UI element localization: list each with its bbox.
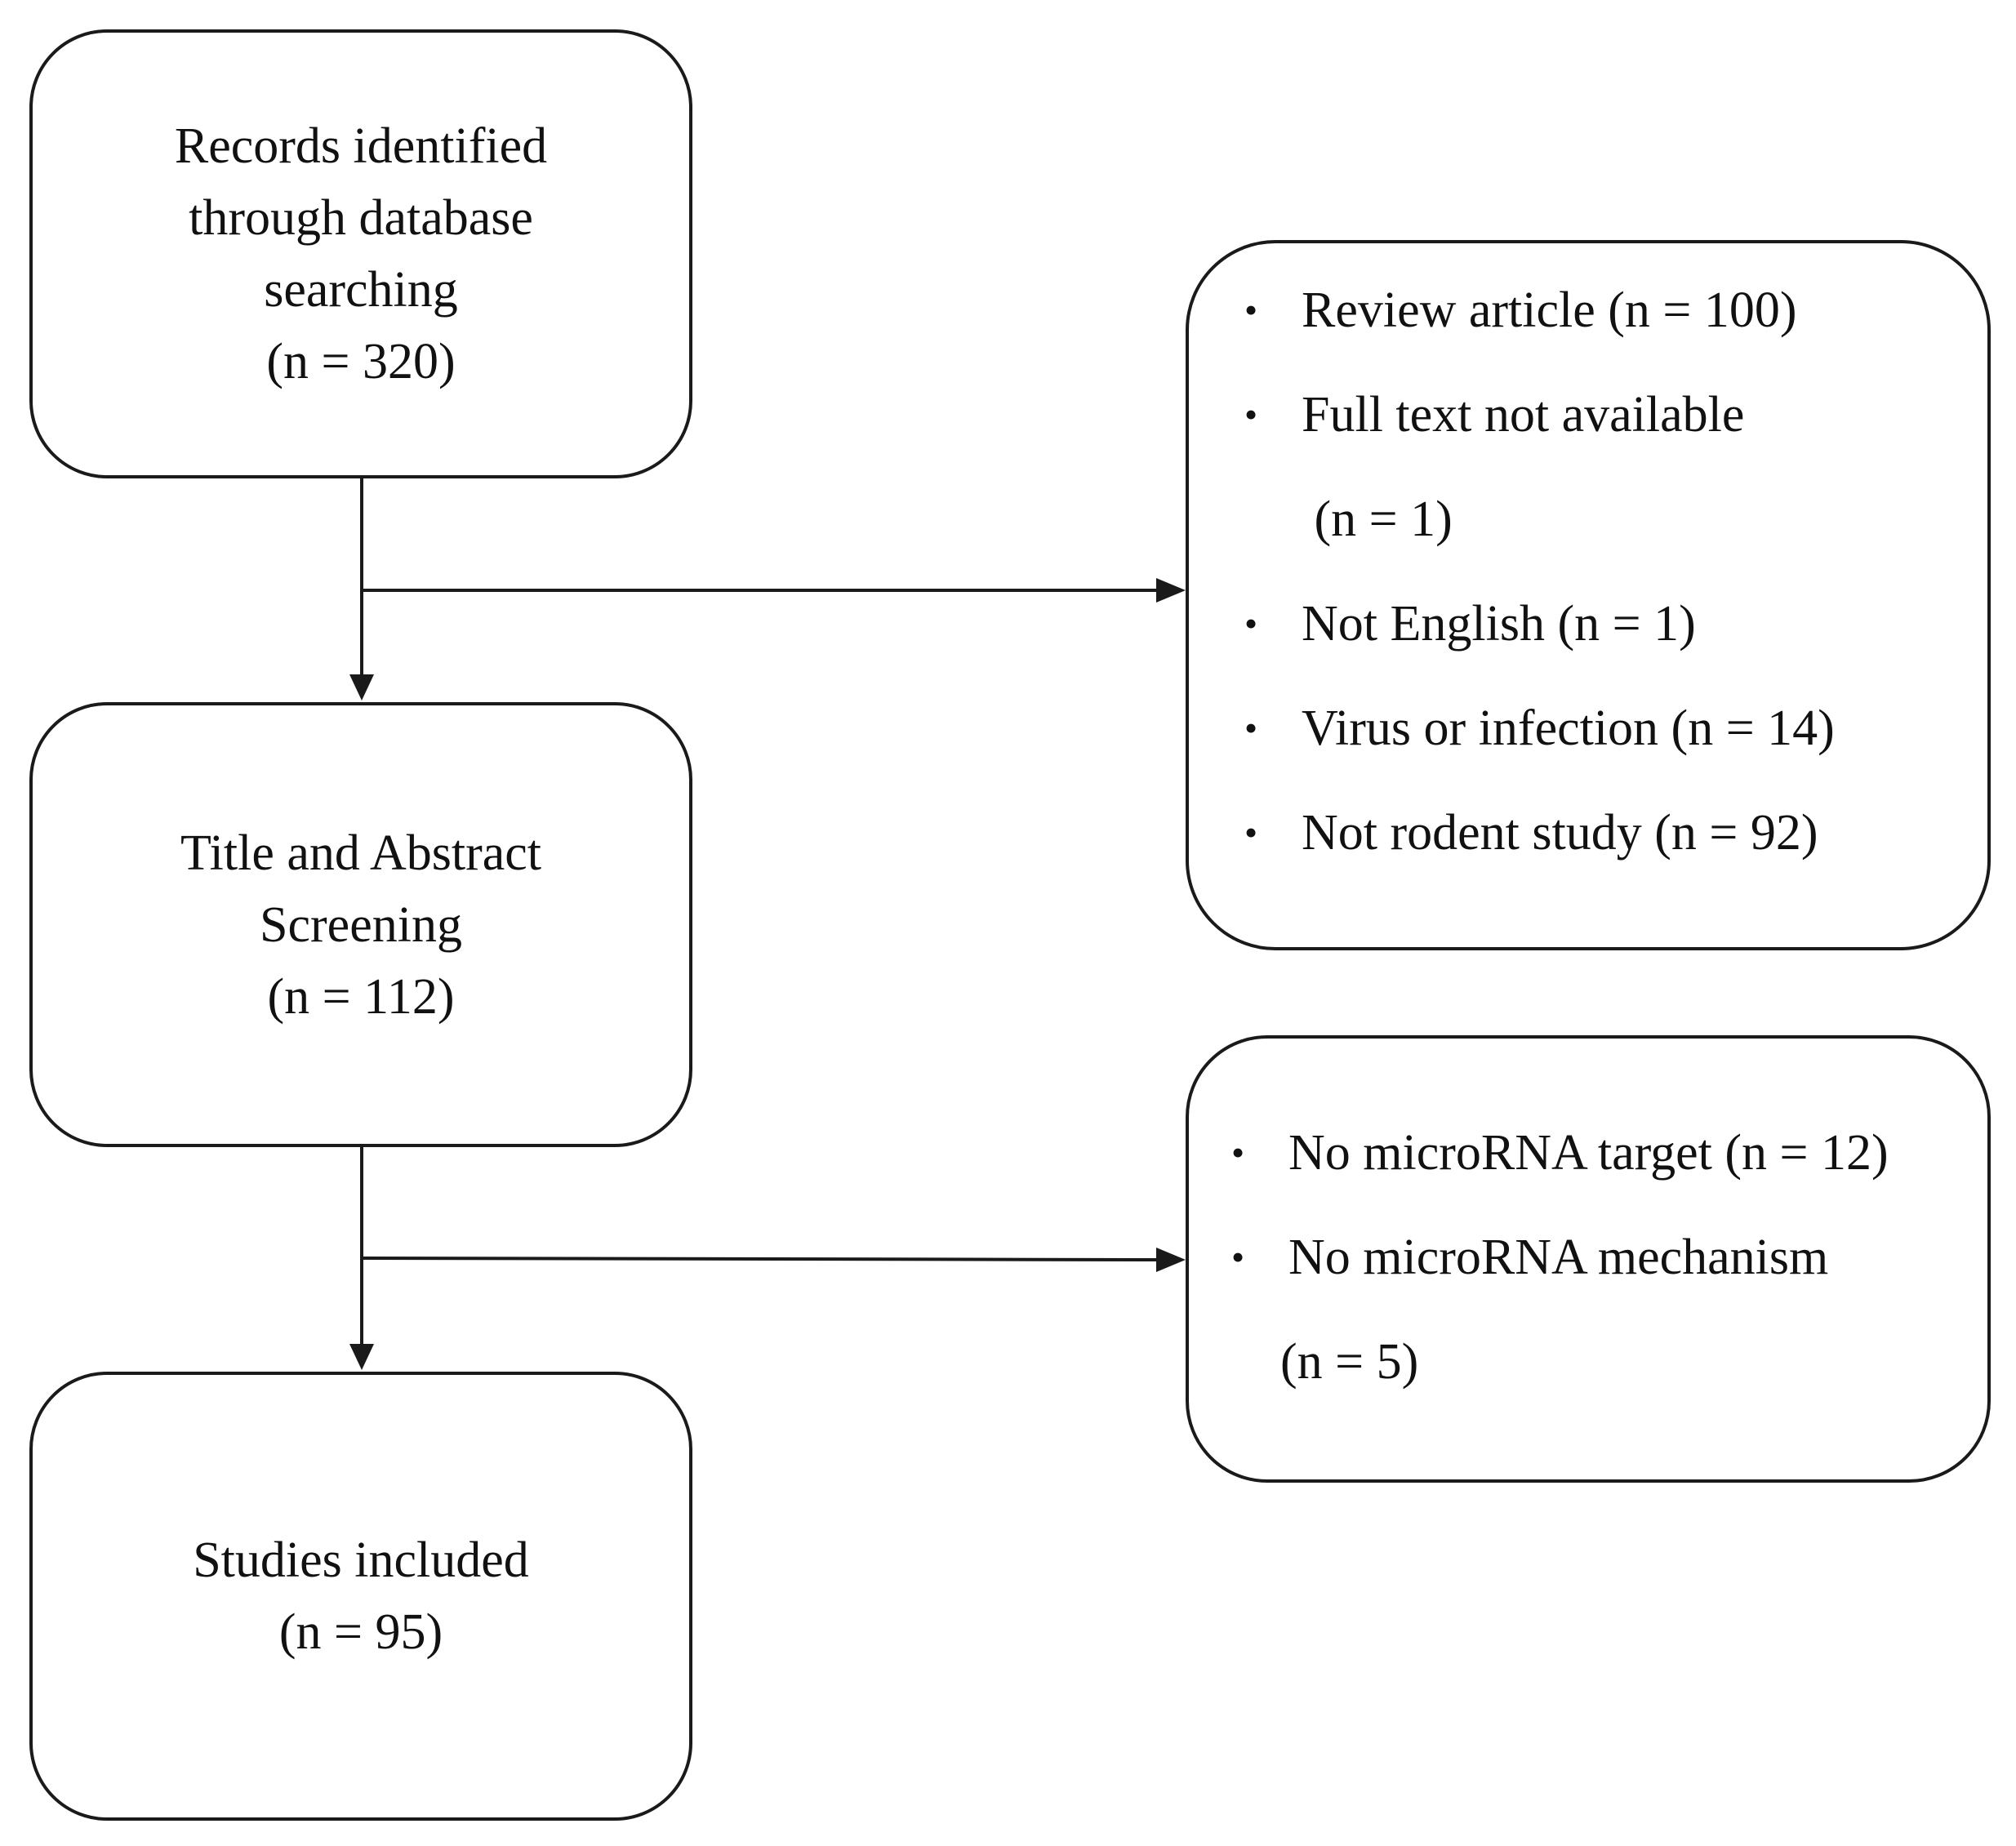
exclusion-item-full-text: Full text not available (n = 1) [1244, 363, 1835, 572]
exclusion-text: Not rodent study (n = 92) [1302, 805, 1818, 861]
exclusion-text: Review article (n = 100) [1302, 282, 1797, 338]
exclusion-text: Full text not available [1302, 387, 1745, 443]
studies-included-line-1: Studies included [193, 1532, 529, 1588]
studies-included-count: (n = 95) [278, 1604, 443, 1660]
exclusion-text: Virus or infection (n = 14) [1302, 701, 1835, 756]
second-exclusions-box: No microRNA target (n = 12) No microRNA … [1186, 1035, 1991, 1483]
exclusion-item-virus-infection: Virus or infection (n = 14) [1244, 676, 1835, 781]
records-identified-line-1: Records identified [174, 118, 548, 174]
exclusion-item-review-article: Review article (n = 100) [1244, 258, 1835, 363]
second-exclusions-list: No microRNA target (n = 12) No microRNA … [1231, 1101, 1889, 1414]
arrowhead-down-2 [349, 1344, 374, 1370]
exclusion-count: (n = 5) [1280, 1334, 1419, 1390]
screening-line-1: Title and Abstract [180, 825, 542, 881]
exclusion-item-not-english: Not English (n = 1) [1244, 572, 1835, 676]
records-identified-line-2: through database [189, 190, 533, 246]
exclusion-item-not-rodent: Not rodent study (n = 92) [1244, 781, 1835, 885]
arrowhead-right-1 [1156, 578, 1186, 603]
exclusion-text: No microRNA mechanism [1288, 1230, 1829, 1285]
screening-line-2: Screening [260, 896, 462, 953]
screening-count: (n = 112) [267, 968, 455, 1025]
exclusion-item-no-mechanism: No microRNA mechanism (n = 5) [1231, 1205, 1889, 1414]
first-exclusions-box: Review article (n = 100) Full text not a… [1186, 240, 1991, 950]
first-exclusions-list: Review article (n = 100) Full text not a… [1244, 258, 1835, 885]
arrowhead-down-1 [349, 674, 374, 701]
exclusion-item-no-target: No microRNA target (n = 12) [1231, 1101, 1889, 1205]
arrowhead-right-2 [1156, 1248, 1186, 1272]
studies-included-box: Studies included (n = 95) [29, 1372, 692, 1821]
records-identified-line-3: searching [264, 262, 458, 318]
exclusion-text: Not English (n = 1) [1302, 596, 1696, 652]
arrow-to-second-exclusions [363, 1257, 1160, 1261]
screening-box: Title and Abstract Screening (n = 112) [29, 702, 692, 1147]
exclusion-count: (n = 1) [1302, 492, 1453, 547]
records-identified-count: (n = 320) [266, 334, 456, 389]
exclusion-text: No microRNA target (n = 12) [1288, 1125, 1889, 1181]
records-identified-box: Records identified through database sear… [29, 29, 692, 478]
